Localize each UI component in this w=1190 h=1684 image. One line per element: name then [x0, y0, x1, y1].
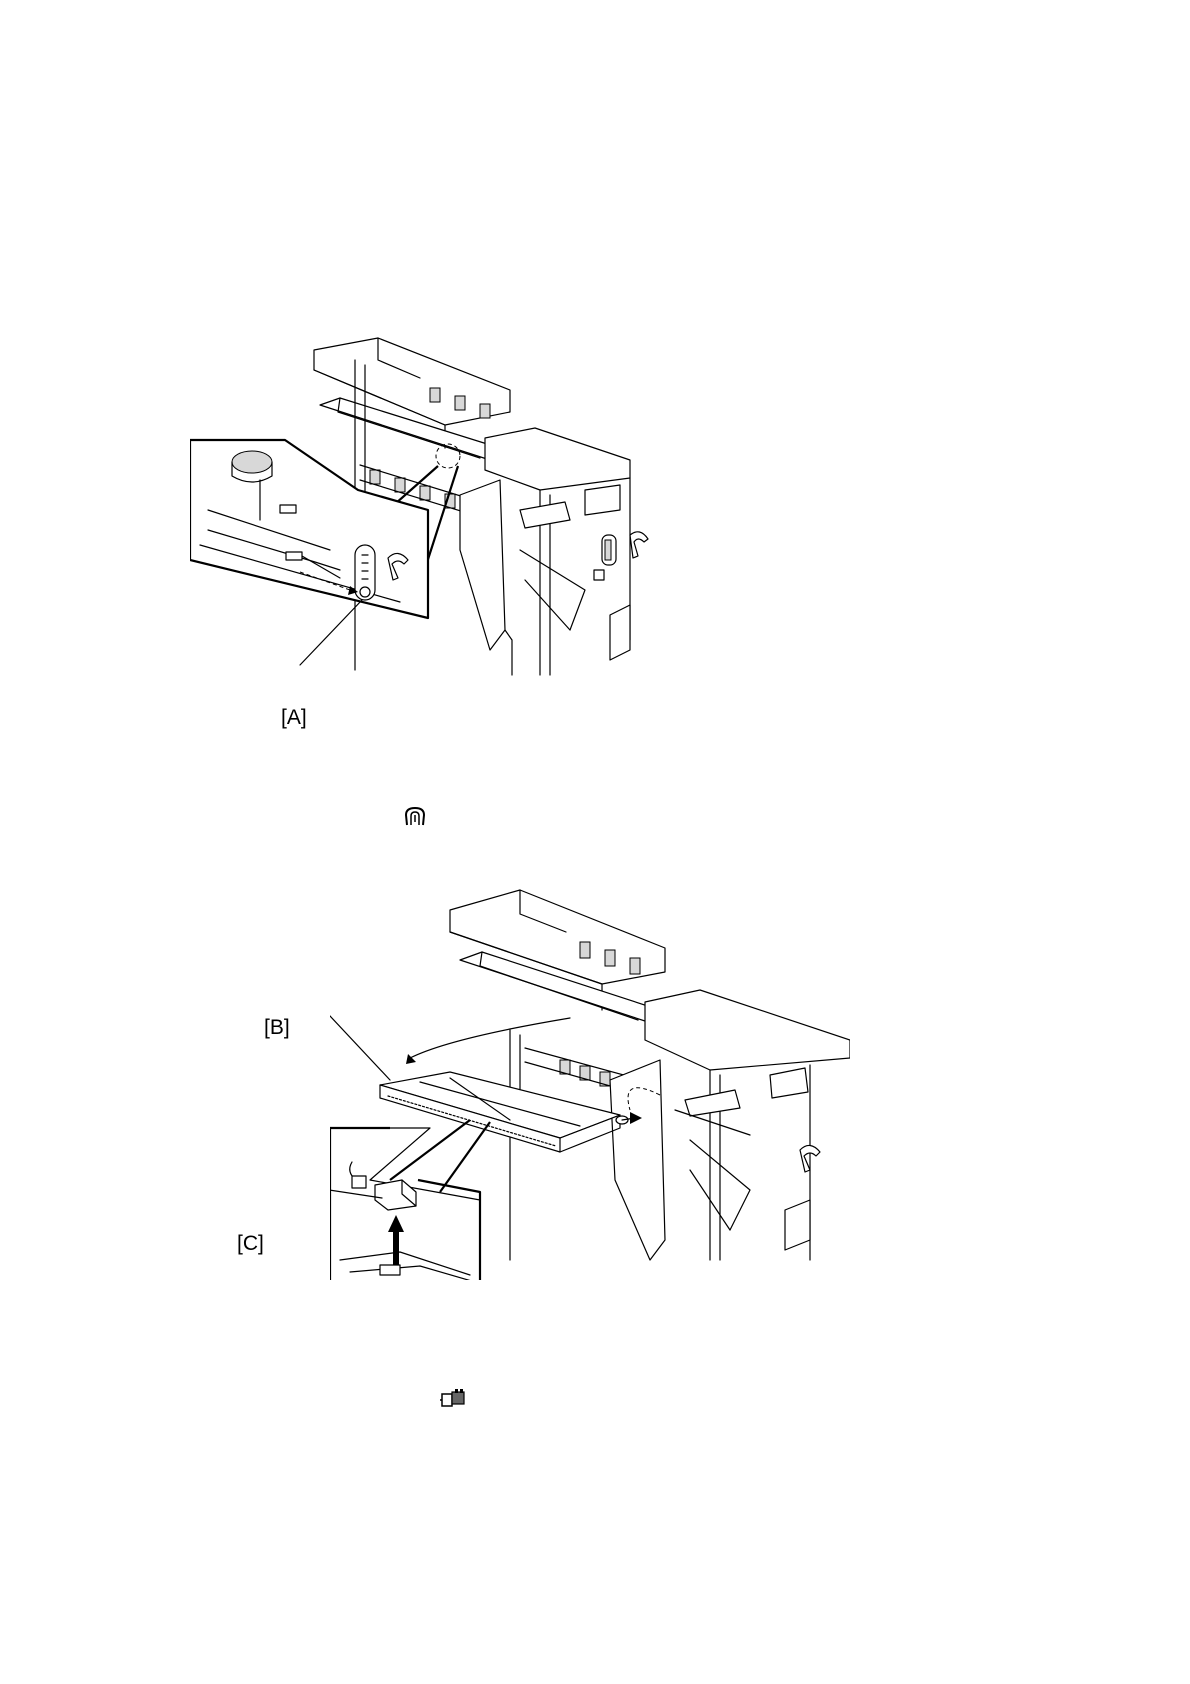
- callout-a: [A]: [281, 707, 307, 728]
- figure-1-illustration: [190, 330, 710, 690]
- finisher-unit-drawing-2: [330, 880, 850, 1280]
- connector-icon: [440, 1388, 468, 1410]
- callout-c: [C]: [237, 1233, 264, 1254]
- finisher-unit-drawing-1: [190, 330, 710, 690]
- e-ring-clip-icon: [403, 805, 427, 829]
- callout-b: [B]: [264, 1017, 290, 1038]
- figure-2-illustration: [330, 880, 850, 1280]
